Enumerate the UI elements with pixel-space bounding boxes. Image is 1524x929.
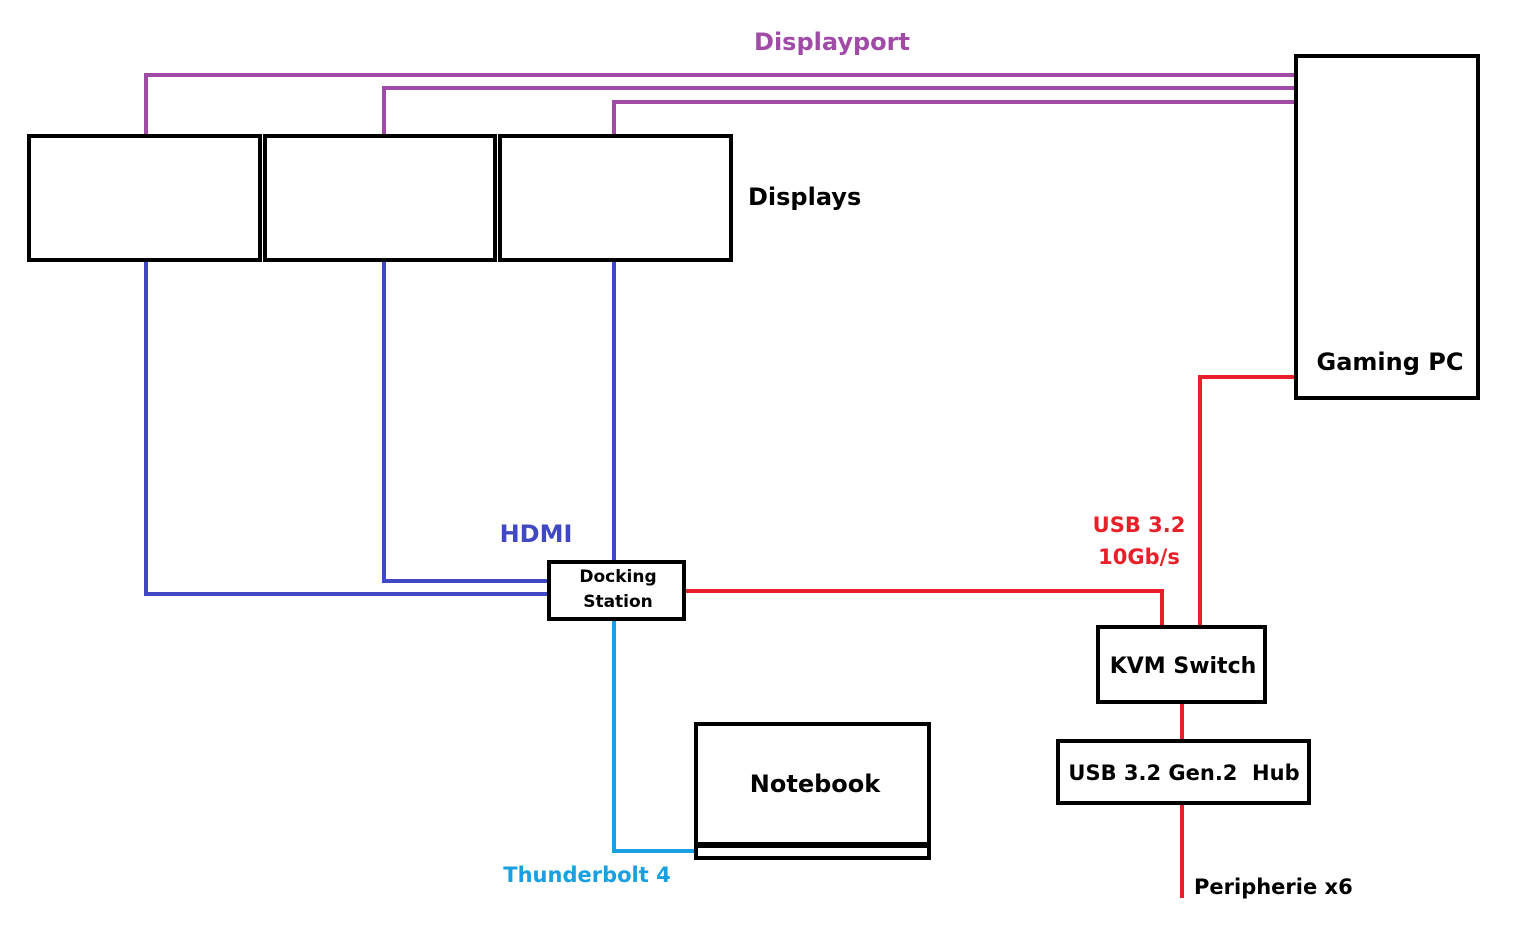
usb-cable-pc-kvm [1198, 375, 1296, 627]
usb-hub-label: USB 3.2 Gen.2 Hub [1068, 761, 1299, 785]
gaming-pc-label: Gaming PC [1317, 348, 1464, 376]
displays-label: Displays [748, 183, 861, 211]
docking-station-box [547, 560, 686, 621]
hdmi-cable-2 [382, 260, 550, 583]
displays-group [27, 134, 733, 262]
notebook-label: Notebook [750, 770, 881, 798]
displayport-cable-2 [382, 86, 1296, 136]
usb-cables [684, 375, 1296, 898]
kvm-switch-box [1096, 625, 1267, 704]
usb-speed-label-line2: 10Gb/s [1098, 545, 1180, 569]
displayport-label: Displayport [754, 28, 910, 56]
docking-station-label-line1: Docking [579, 567, 656, 587]
display-3 [498, 134, 733, 262]
usb-hub-box [1056, 739, 1311, 805]
kvm-switch-label: KVM Switch [1110, 654, 1257, 679]
display-1 [27, 134, 262, 262]
thunderbolt-cable [612, 620, 696, 853]
peripherie-label: Peripherie x6 [1194, 875, 1353, 899]
hdmi-cables [144, 260, 616, 596]
displayport-cable-3 [612, 100, 1296, 136]
hdmi-cable-1 [144, 260, 550, 596]
displayport-cable-1 [144, 73, 1296, 136]
docking-station-label-line2: Station [583, 592, 653, 612]
hdmi-label: HDMI [500, 520, 573, 548]
notebook-base [694, 844, 931, 860]
displayport-cables [144, 73, 1296, 136]
notebook [694, 722, 931, 860]
display-2 [263, 134, 497, 262]
usb-cable-dock-kvm [684, 589, 1164, 627]
thunderbolt-label: Thunderbolt 4 [503, 863, 670, 887]
usb-speed-label-line1: USB 3.2 [1093, 513, 1186, 537]
gaming-pc-box [1294, 54, 1480, 400]
